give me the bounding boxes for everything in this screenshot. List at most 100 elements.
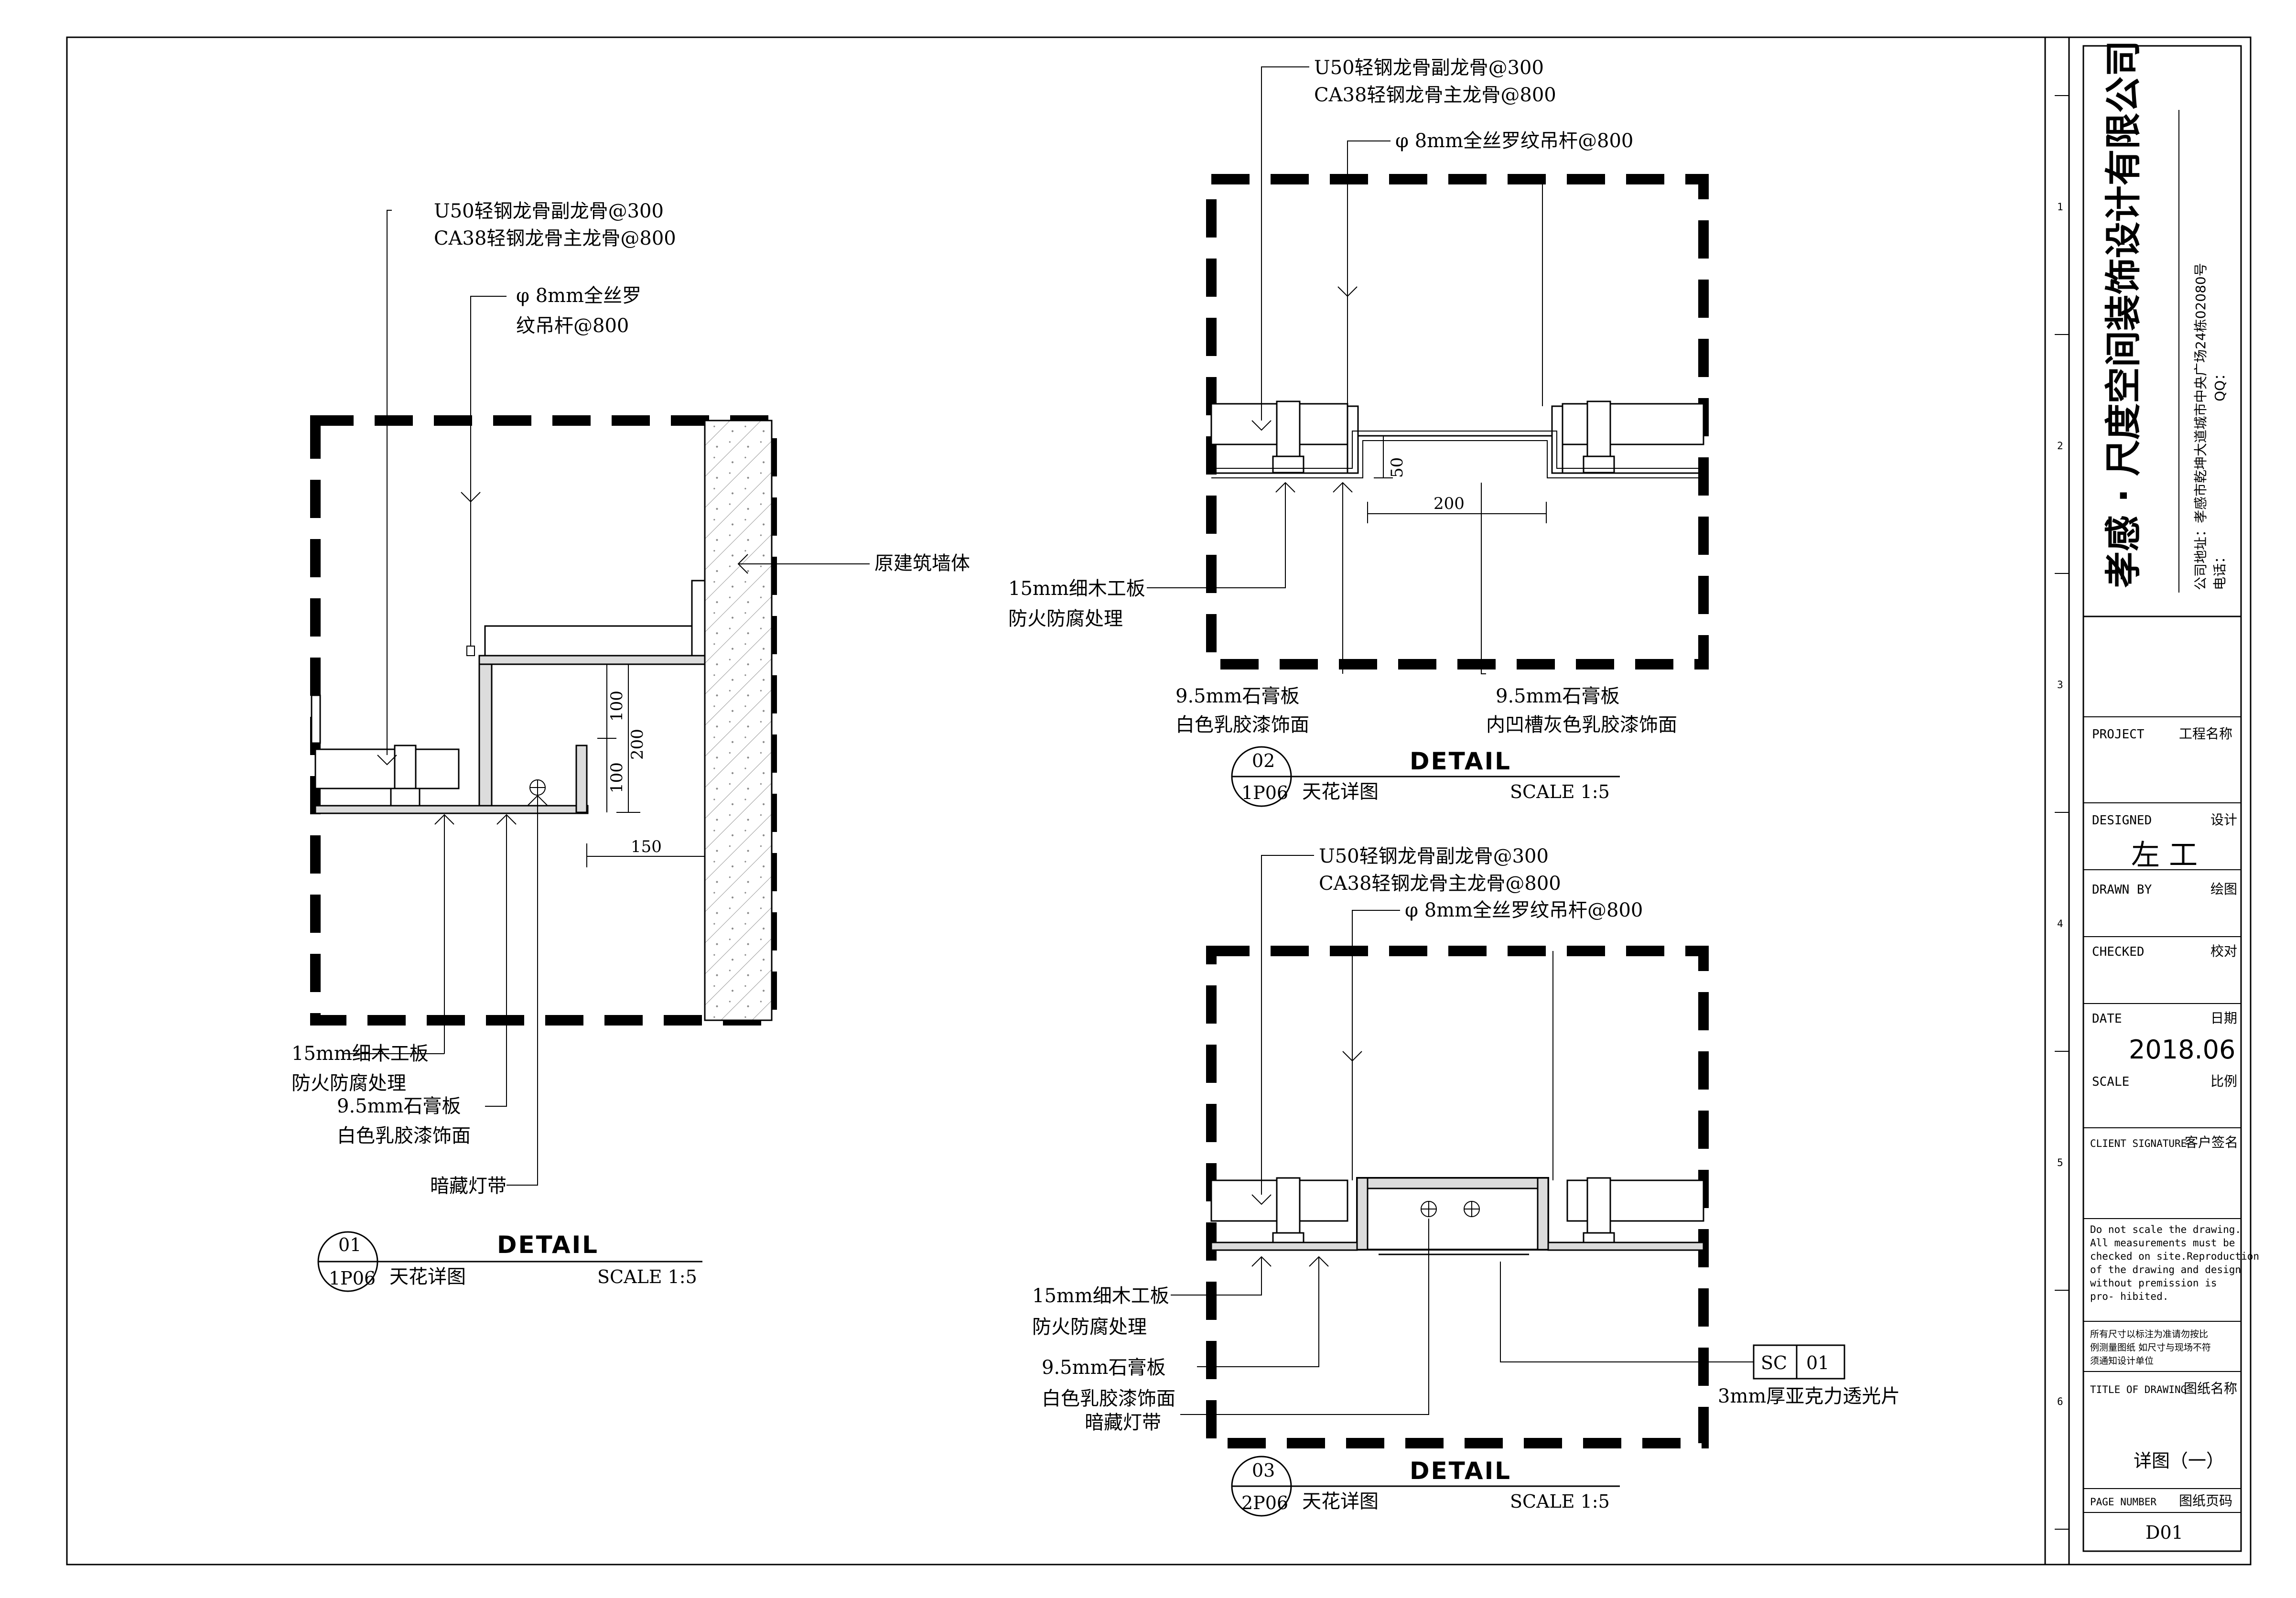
d1-gypsum-label-2: 白色乳胶漆饰面 <box>337 1125 471 1147</box>
leader-keel <box>387 210 392 755</box>
d2-bracket-right <box>1583 455 1615 474</box>
d1-light-label: 暗藏灯带 <box>430 1175 507 1197</box>
d3-gypsum-label-1: 9.5mm石膏板 <box>1042 1357 1165 1379</box>
d1-wood-label-2: 防火防腐处理 <box>291 1072 406 1094</box>
d2-wood-label-1: 15mm细木工板 <box>1008 578 1145 600</box>
company-phone: 电话： <box>2212 550 2228 590</box>
d3-heading: DETAIL <box>1410 1457 1511 1485</box>
svg-text:例测量图纸 如尺寸与现场不符: 例测量图纸 如尺寸与现场不符 <box>2090 1342 2211 1353</box>
existing-wall <box>704 420 773 1021</box>
project-label-en: PROJECT <box>2092 727 2145 742</box>
checked-label-cn: 校对 <box>2210 943 2237 959</box>
company-name: 孝感 · 尺度空间装饰设计有限公司 <box>2102 40 2145 588</box>
scale-label-en: SCALE <box>2092 1075 2129 1089</box>
svg-text:without premission is: without premission is <box>2090 1277 2217 1289</box>
dim-100-top: 100 <box>607 691 626 722</box>
title-label-cn: 图纸名称 <box>2184 1381 2237 1396</box>
d3-leader-rod <box>1352 910 1400 1061</box>
d3-keel-label-1: U50轻钢龙骨副龙骨@300 <box>1319 845 1549 867</box>
client-label-en: CLIENT SIGNATURE <box>2090 1138 2187 1149</box>
d1-keel-label-1: U50轻钢龙骨副龙骨@300 <box>434 200 664 222</box>
ruler-4: 4 <box>2057 918 2063 929</box>
d3-sc-tag <box>1753 1344 1845 1380</box>
d2-leader-keel <box>1261 66 1309 421</box>
d3-gypsum-label-2: 白色乳胶漆饰面 <box>1042 1388 1175 1410</box>
d2-gypsum-profile <box>1211 435 1703 474</box>
gypsum-cove-top <box>478 655 706 665</box>
page-number: D01 <box>2145 1522 2183 1543</box>
title-block <box>2082 45 2242 1552</box>
d2-hanger-left <box>1276 400 1301 457</box>
d2-keel-label-2: CA38轻钢龙骨主龙骨@800 <box>1314 84 1556 106</box>
ruler-2: 2 <box>2057 440 2063 452</box>
d2-heading: DETAIL <box>1410 747 1511 775</box>
scale-label-cn: 比例 <box>2210 1073 2237 1089</box>
date-label-cn: 日期 <box>2210 1010 2237 1026</box>
d3-name: 天花详图 <box>1302 1490 1379 1512</box>
svg-text:pro- hibited.: pro- hibited. <box>2090 1291 2168 1302</box>
checked-label-en: CHECKED <box>2092 945 2145 959</box>
d2-gypsum-label-2: 白色乳胶漆饰面 <box>1175 714 1309 736</box>
leader-light <box>507 796 538 1186</box>
d3-leader-acrylic <box>1500 1262 1754 1362</box>
ruler-5: 5 <box>2057 1157 2063 1168</box>
svg-text:须通知设计单位: 须通知设计单位 <box>2090 1356 2154 1366</box>
d3-leader-keel <box>1261 855 1314 1195</box>
ruler-1: 1 <box>2057 201 2063 213</box>
company-address: 公司地址：孝感市乾坤大道城市中央广场24栋02080号 <box>2193 263 2209 590</box>
d3-scale: SCALE 1:5 <box>1510 1491 1610 1512</box>
svg-text:All measurements must be: All measurements must be <box>2090 1237 2235 1249</box>
detail-02: 200 50 U50轻钢龙骨副龙骨@300 CA38轻钢龙骨主龙骨@800 φ … <box>1008 57 1709 807</box>
ruler-strip: 1 2 3 4 5 6 <box>2055 95 2069 1530</box>
d3-wood-label-1: 15mm细木工板 <box>1032 1285 1169 1307</box>
gypsum-lip <box>575 745 588 813</box>
d2-bracket-left <box>1272 455 1304 474</box>
d1-rod-label-2: 纹吊杆@800 <box>516 315 629 337</box>
d1-wood-label-1: 15mm细木工板 <box>291 1043 429 1065</box>
d1-name: 天花详图 <box>389 1266 466 1288</box>
leader-rod <box>470 296 507 502</box>
gypsum-drop <box>478 655 493 813</box>
d1-sheet: 1P06 <box>329 1268 376 1289</box>
keel-stub <box>311 694 321 744</box>
d1-num: 01 <box>338 1234 361 1255</box>
ruler-3: 3 <box>2057 679 2063 691</box>
page-label-en: PAGE NUMBER <box>2090 1496 2156 1508</box>
d1-gypsum-label-1: 9.5mm石膏板 <box>337 1095 461 1117</box>
keel-bracket <box>390 788 420 807</box>
page-label-cn: 图纸页码 <box>2179 1493 2232 1509</box>
d3-leader-light <box>1180 1219 1429 1415</box>
d3-rod-label: φ 8mm全丝罗纹吊杆@800 <box>1405 899 1643 921</box>
d2-leader-rod <box>1347 140 1391 296</box>
disclaimer-en: Do not scale the drawing. All measuremen… <box>2090 1224 2259 1302</box>
d1-rod-label-1: φ 8mm全丝罗 <box>516 285 641 307</box>
d3-sheet: 2P06 <box>1241 1492 1288 1513</box>
title-label-en: TITLE OF DRAWING <box>2090 1384 2187 1395</box>
d1-wall-label: 原建筑墙体 <box>874 552 970 574</box>
d3-sc-num: 01 <box>1806 1352 1829 1373</box>
d2-gypsum-label-1: 9.5mm石膏板 <box>1175 685 1299 707</box>
project-label-cn: 工程名称 <box>2179 726 2232 742</box>
d2-leader-groove <box>1481 483 1486 674</box>
sheet-border <box>66 36 2252 1566</box>
d2-wood-label-2: 防火防腐处理 <box>1008 608 1123 630</box>
dim-100-bottom: 100 <box>607 762 626 793</box>
drawing-title: 详图（一） <box>2134 1450 2224 1471</box>
d3-light-label: 暗藏灯带 <box>1085 1412 1161 1434</box>
ruler-6: 6 <box>2057 1396 2063 1407</box>
d3-hanger-right <box>1586 1177 1611 1234</box>
dim-150: 150 <box>631 837 662 856</box>
d2-num: 02 <box>1252 750 1275 771</box>
d2-hanger-right <box>1586 400 1611 457</box>
designer-name: 左 工 <box>2131 839 2198 872</box>
detail-01: 100 200 100 150 U50轻钢龙骨副龙骨@300 CA38轻钢龙骨主… <box>291 200 970 1292</box>
d1-heading: DETAIL <box>497 1231 599 1259</box>
date-label-en: DATE <box>2092 1012 2122 1026</box>
svg-text:checked on site.Reproduction: checked on site.Reproduction <box>2090 1251 2259 1262</box>
rod-anchor <box>466 646 475 656</box>
gypsum-ceiling <box>314 805 589 814</box>
d1-scale: SCALE 1:5 <box>597 1266 697 1287</box>
d2-dim-50: 50 <box>1388 457 1407 478</box>
d3-hanger-left <box>1276 1177 1301 1234</box>
